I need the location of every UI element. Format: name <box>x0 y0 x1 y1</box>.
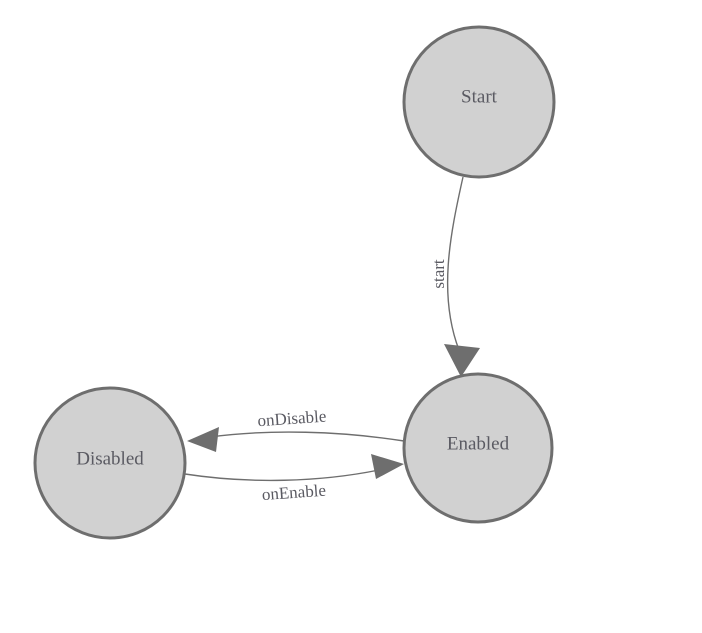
node-enabled-circle <box>402 372 554 524</box>
node-disabled-circle <box>33 386 187 540</box>
edge-enabled-to-disabled[interactable]: onDisable <box>187 407 405 452</box>
edge-start-to-enabled[interactable]: start <box>429 176 480 377</box>
edge-label-ondisable: onDisable <box>257 407 327 431</box>
edge-start-to-enabled-arrowhead <box>444 344 480 377</box>
edge-enabled-to-disabled-arrowhead <box>187 427 219 452</box>
node-start[interactable]: Start <box>402 25 556 179</box>
edge-disabled-to-enabled[interactable]: onEnable <box>184 454 404 504</box>
node-start-label: Start <box>461 86 498 107</box>
edge-start-to-enabled-path <box>446 176 464 351</box>
edge-disabled-to-enabled-arrowhead <box>371 454 404 479</box>
node-disabled-label: Disabled <box>76 448 144 469</box>
edge-enabled-to-disabled-path <box>209 431 405 442</box>
edge-label-start: start <box>429 259 448 289</box>
edge-label-onenable: onEnable <box>261 481 326 504</box>
node-enabled-label: Enabled <box>447 433 510 454</box>
node-enabled[interactable]: Enabled <box>402 372 554 524</box>
node-start-circle <box>402 25 556 179</box>
edge-disabled-to-enabled-path <box>184 469 380 482</box>
node-disabled[interactable]: Disabled <box>33 386 187 540</box>
